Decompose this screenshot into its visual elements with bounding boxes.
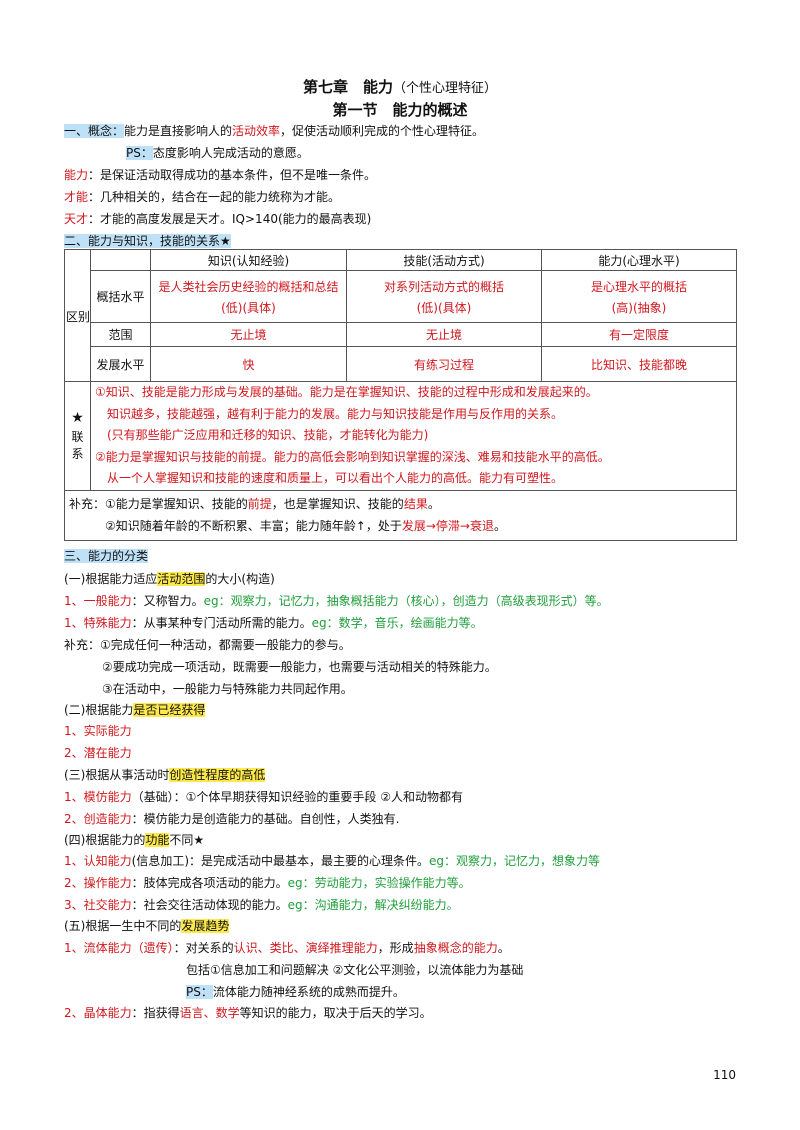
- link-label: ★ 联系: [64, 381, 91, 491]
- category1-supplement: ③在活动中，一般能力与特殊能力共同起作用。: [102, 682, 353, 696]
- group-label-difference: 区别: [66, 310, 91, 324]
- col-header-skill: 技能(活动方式): [346, 249, 542, 271]
- table-cell: 是人类社会历史经验的概括和总结(低)(具体): [150, 270, 347, 323]
- row-label-scope: 范围: [90, 322, 151, 347]
- social-ability: 3、社交能力：社会交往活动体现的能力。eg：沟通能力，解决纠纷能力。: [64, 898, 459, 912]
- col-header-ability: 能力(心理水平): [541, 249, 737, 271]
- cognitive-ability: 1、认知能力(信息加工)：是完成活动中最基本，最主要的心理条件。eg：观察力，记…: [64, 854, 601, 868]
- category1-supplement: 补充：①完成任何一种活动，都需要一般能力的参与。: [64, 638, 351, 652]
- table-cell: 是心理水平的概括(高)(抽象): [541, 270, 737, 323]
- table-cell: 有练习过程: [346, 346, 542, 382]
- category2-heading: (二)根据能力是否已经获得: [64, 703, 206, 717]
- page-number: 110: [713, 1068, 736, 1082]
- fluid-ability: 1、流体能力（遗传）：对关系的认识、类比、演绎推理能力，形成抽象概念的能力。: [64, 941, 510, 955]
- fluid-ability-includes: 包括①信息加工和问题解决 ②文化公平测验，以流体能力为基础: [186, 963, 524, 977]
- category3-heading: (三)根据从事活动时创造性程度的高低: [64, 768, 266, 782]
- general-ability: 1、一般能力：又称智力。eg：观察力，记忆力，抽象概括能力（核心），创造力（高级…: [64, 594, 609, 608]
- table-cell: 对系列活动方式的概括(低)(具体): [346, 270, 542, 323]
- genius-definition: 天才：才能的高度发展是天才。IQ>140(能力的最高表现): [64, 212, 372, 226]
- row-label-development: 发展水平: [90, 346, 151, 382]
- concept-line: 一、概念：能力是直接影响人的活动效率，促使活动顺利完成的个性心理特征。: [64, 124, 485, 138]
- creative-ability: 2、创造能力：模仿能力是创造能力的基础。自创性，人类独有.: [64, 812, 400, 826]
- potential-ability: 2、潜在能力: [64, 746, 132, 760]
- operational-ability: 2、操作能力：肢体完成各项活动的能力。eg：劳动能力，实验操作能力等。: [64, 876, 471, 890]
- category1-supplement: ②要成功完成一项活动，既需要一般能力，也需要与活动相关的特殊能力。: [102, 660, 497, 674]
- link-content: ①知识、技能是能力形成与发展的基础。能力是在掌握知识、技能的过程中形成和发展起来…: [90, 381, 737, 491]
- table-cell: 快: [150, 346, 347, 382]
- talent-definition: 才能：几种相关的，结合在一起的能力统称为才能。: [64, 190, 341, 204]
- ability-definition: 能力：是保证活动取得成功的基本条件，但不是唯一条件。: [64, 168, 377, 182]
- actual-ability: 1、实际能力: [64, 724, 132, 738]
- table-cell: 比知识、技能都晚: [541, 346, 737, 382]
- supplement-content: 补充：①能力是掌握知识、技能的前提，也是掌握知识、技能的结果。 ②知识随着年龄的…: [64, 489, 737, 541]
- col-header-knowledge: 知识(认知经验): [150, 249, 347, 271]
- category5-heading: (五)根据一生中不同的发展趋势: [64, 919, 230, 933]
- table-cell: 无止境: [346, 322, 542, 347]
- relation-table: 知识(认知经验) 技能(活动方式) 能力(心理水平) 概括水平 是人类社会历史经…: [64, 249, 737, 541]
- special-ability: 1、特殊能力：从事某种专门活动所需的能力。eg：数学，音乐，绘画能力等。: [64, 616, 483, 630]
- section2-heading: 二、能力与知识，技能的关系★: [64, 234, 231, 248]
- category1-heading: (一)根据能力适应活动范围的大小(构造): [64, 572, 275, 586]
- ps-line: PS：态度影响人完成活动的意愿。: [126, 146, 309, 160]
- category4-heading: (四)根据能力的功能不同★: [64, 833, 205, 847]
- crystallized-ability: 2、晶体能力：指获得语言、数学等知识的能力，取决于后天的学习。: [64, 1006, 432, 1020]
- table-cell: 无止境: [150, 322, 347, 347]
- table-cell: 有一定限度: [541, 322, 737, 347]
- fluid-ability-ps: PS：流体能力随神经系统的成熟而提升。: [186, 985, 405, 999]
- section-title: 第一节 能力的概述: [332, 101, 468, 119]
- section3-heading: 三、能力的分类: [64, 549, 149, 563]
- imitation-ability: 1、模仿能力（基础）：①个体早期获得知识经验的重要手段 ②人和动物都有: [64, 790, 463, 804]
- row-label-generalization: 概括水平: [90, 270, 151, 323]
- chapter-title: 第七章 能力（个性心理特征）: [302, 78, 498, 96]
